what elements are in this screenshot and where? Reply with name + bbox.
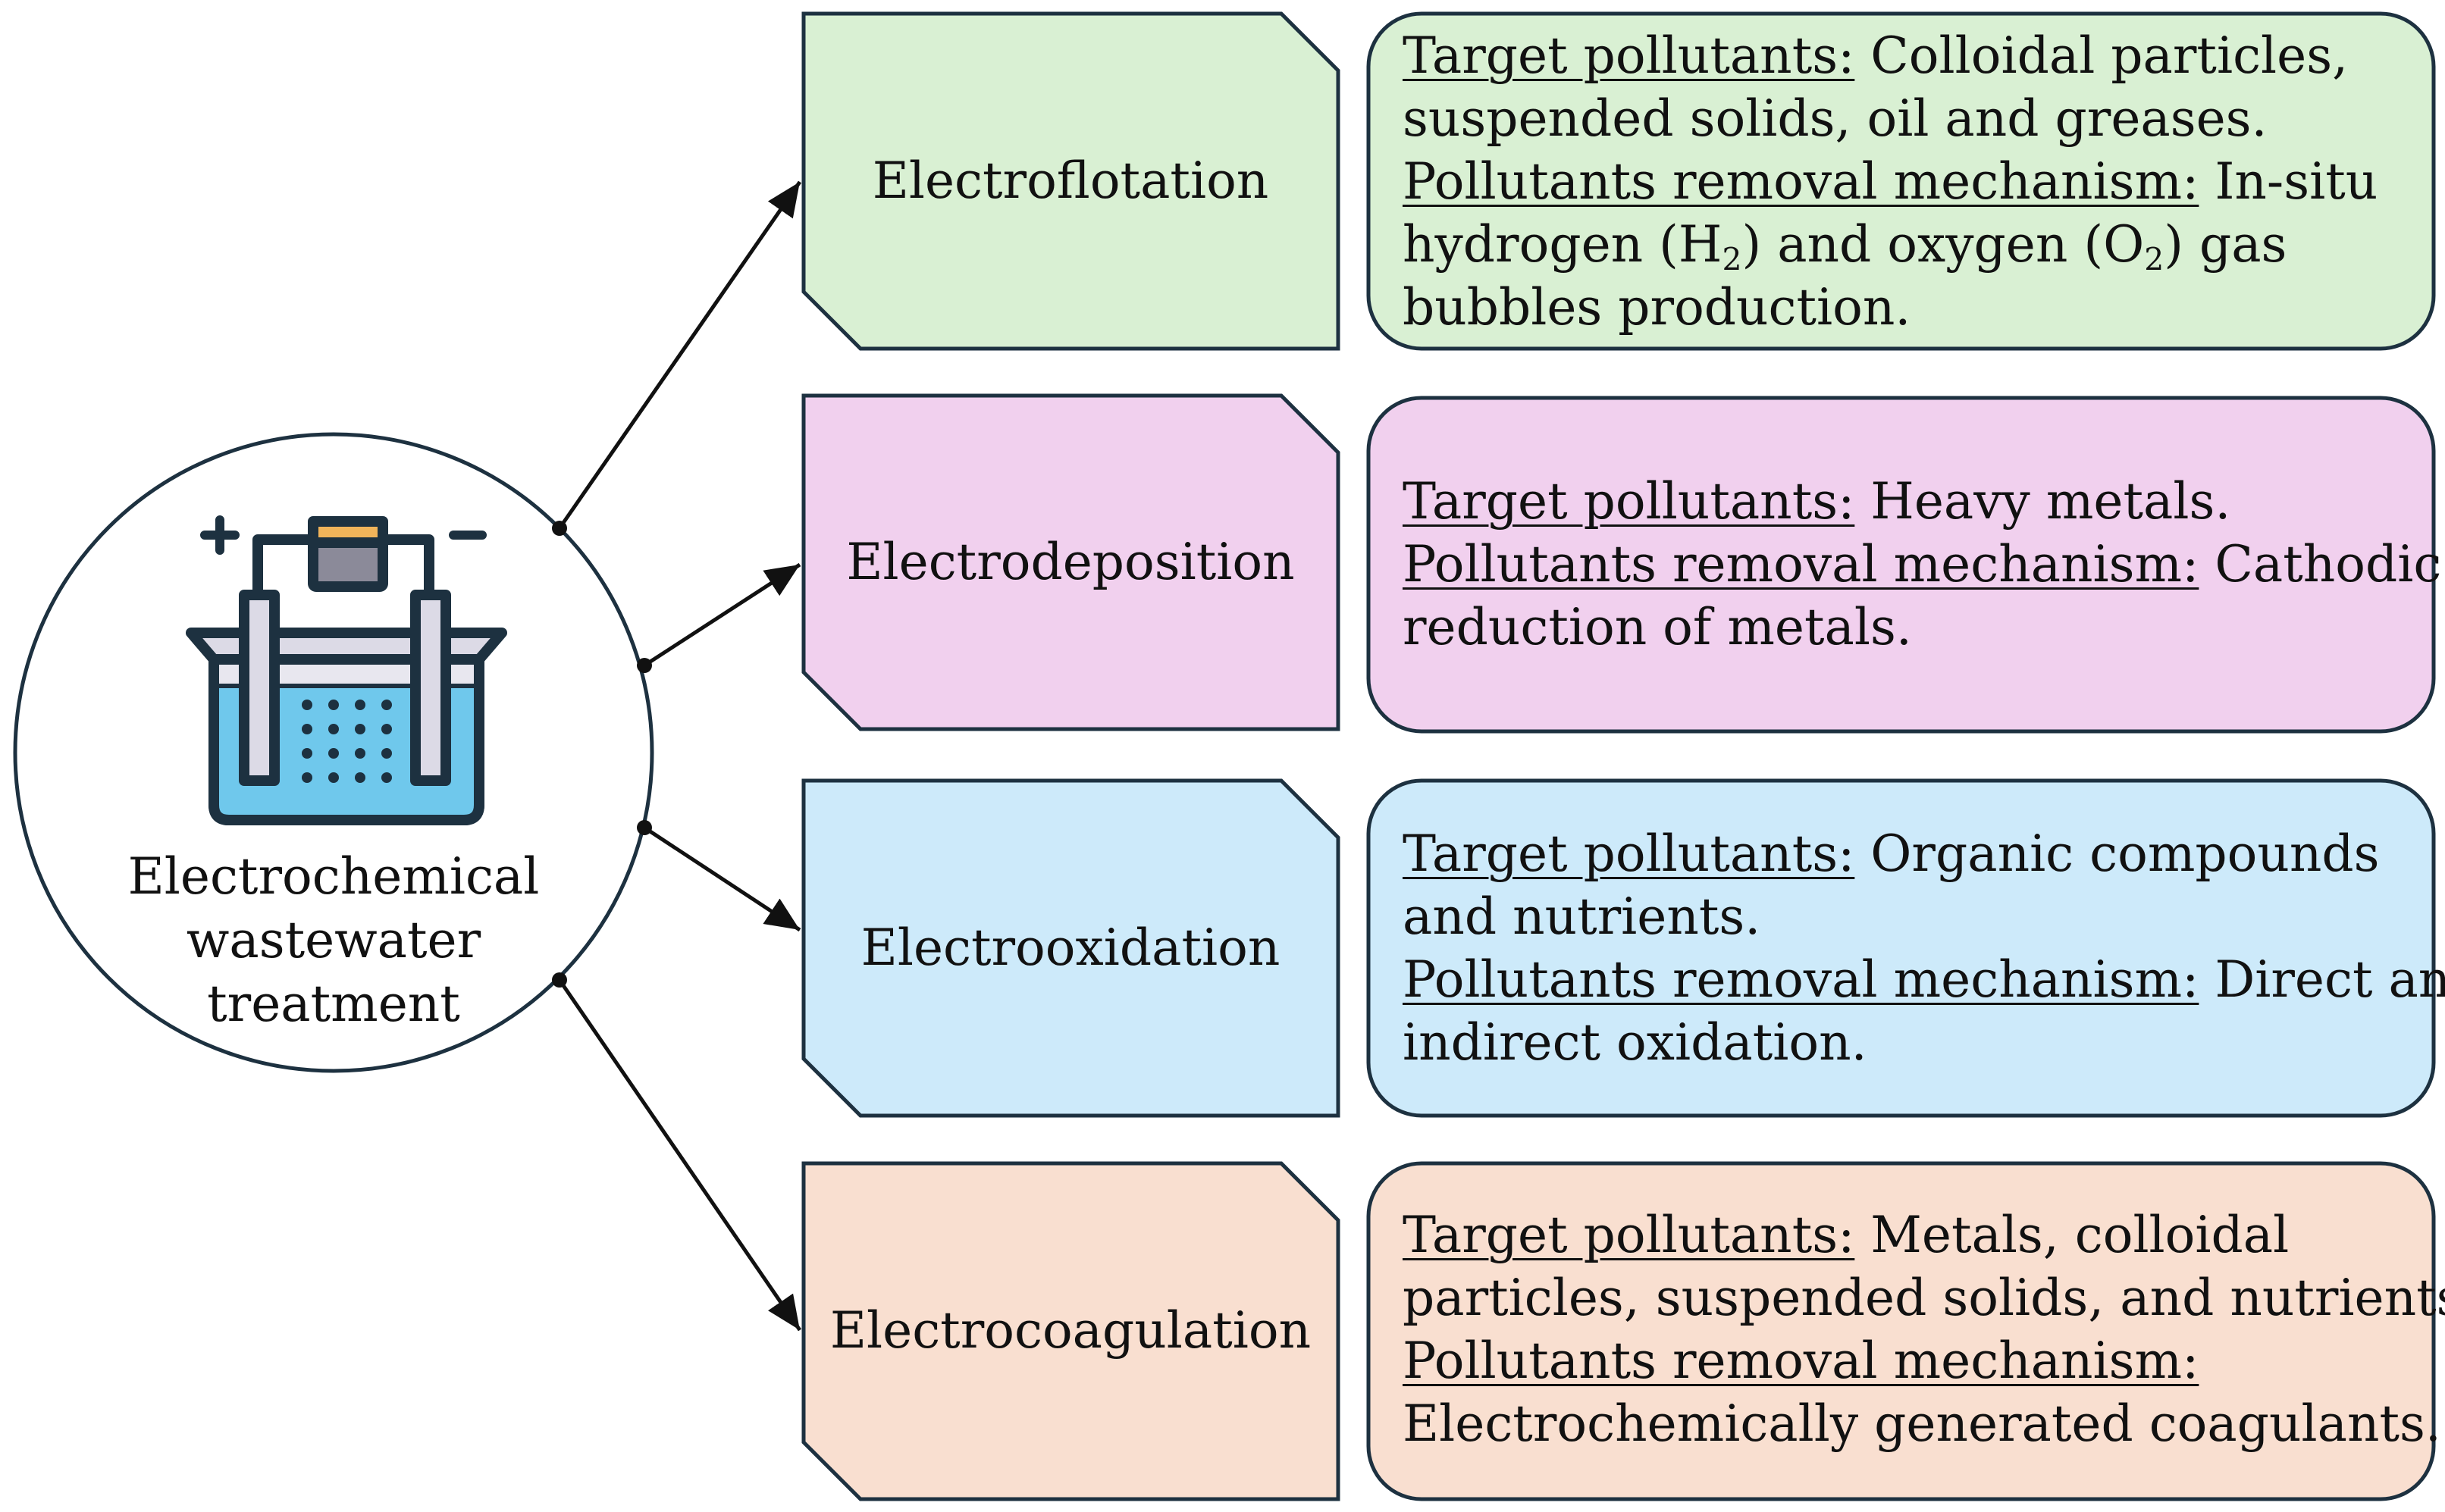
method-name-electrooxidation: Electrooxidation [860,919,1280,977]
connector-electrocoagulation [557,978,802,1332]
desc-text-electrocoagulation: Target pollutants: Metals, colloidal par… [1403,1204,2445,1455]
connector-dot [552,521,567,536]
mechanism-label: Pollutants removal mechanism: [1403,535,2199,593]
mechanism-text: ) gas [2164,215,2287,274]
target-label: Target pollutants: [1403,1206,1855,1264]
electrochemical-cell-icon [186,515,507,825]
connector-electrodeposition [643,562,801,668]
desc-box-electroflotation [1366,11,2436,351]
desc-box-electrocoagulation [1366,1161,2436,1501]
connector-dot [552,972,567,988]
desc-text-electrooxidation: Target pollutants: Organic compounds and… [1403,822,2445,1074]
desc-text-electroflotation: Target pollutants: Colloidal particles, … [1403,24,2403,339]
connector-dot [637,820,652,835]
target-text: particles, suspended solids, and nutrien… [1403,1269,2445,1327]
mechanism-text: reduction of metals. [1403,598,1912,656]
mechanism-text: Electrochemically generated coagulants. [1403,1395,2441,1453]
target-text: and nutrients. [1403,887,1761,946]
center-label-line: Electrochemical [127,847,540,906]
target-label: Target pollutants: [1403,27,1855,85]
mechanism-text: Direct and [2215,950,2445,1009]
center-label-line: wastewater [186,911,481,969]
mechanism-text: bubbles production. [1403,278,1911,337]
mechanism-label: Pollutants removal mechanism: [1403,1332,2199,1390]
target-text: Heavy metals. [1854,472,2231,531]
target-text: Metals, colloidal [1854,1206,2290,1264]
subscript: 2 [2144,241,2164,278]
target-label: Target pollutants: [1403,472,1855,531]
center-label-line: treatment [207,975,460,1033]
method-box-electrocoagulation [801,1161,1340,1501]
mechanism-label: Pollutants removal mechanism: [1403,950,2199,1009]
method-name-electrodeposition: Electrodeposition [846,533,1295,591]
desc-text-electrodeposition: Target pollutants: Heavy metals. Polluta… [1403,470,2441,659]
mechanism-text: ) and oxygen (O [1741,215,2145,274]
connector-dots [552,521,652,988]
bubbles [302,700,392,783]
method-name-electrocoagulation: Electrocoagulation [829,1301,1312,1360]
connector-dot [637,658,652,673]
method-box-electrodeposition [801,393,1340,731]
target-text: Organic compounds [1854,825,2380,883]
connectors [557,180,802,1332]
method-box-electrooxidation [801,778,1340,1118]
mechanism-text: hydrogen (H [1403,215,1722,274]
method-box-electroflotation [801,11,1340,351]
method-name-electroflotation: Electroflotation [872,152,1269,210]
desc-box-electrodeposition [1366,396,2436,734]
desc-box-electrooxidation [1366,778,2436,1118]
mechanism-text: indirect oxidation. [1403,1013,1867,1072]
subscript: 2 [1722,241,1742,278]
connector-electrooxidation [643,825,801,932]
mechanism-text: In-situ [2199,152,2378,211]
target-text: suspended solids, oil and greases. [1403,89,2268,148]
target-text: Colloidal particles, [1854,27,2349,85]
center-label: Electrochemical wastewater treatment [45,845,622,1036]
mechanism-label: Pollutants removal mechanism: [1403,152,2199,211]
target-label: Target pollutants: [1403,825,1855,883]
connector-electroflotation [557,180,802,530]
mechanism-text: Cathodic [2199,535,2442,593]
